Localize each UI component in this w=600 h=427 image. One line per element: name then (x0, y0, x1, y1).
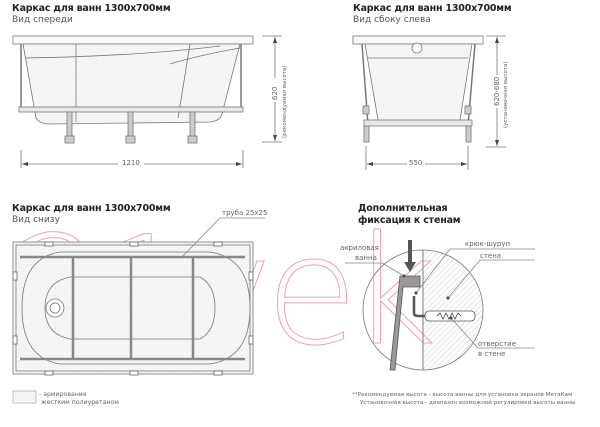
legend-line2: жестким полиуретаном (41, 399, 119, 406)
front-view-drawing (12, 35, 282, 168)
bottom-view-drawing (12, 217, 265, 376)
footnote-line2: Установочная высота - диапазон возможной… (360, 400, 576, 406)
front-width-dimension: 1210 (122, 159, 140, 167)
front-height-dimension: 620 (271, 86, 279, 100)
side-height-note: (установочная высота) (503, 61, 509, 128)
front-height-note: (рекомендуемая высота) (282, 65, 288, 138)
front-view-subtitle: Вид спереди (12, 15, 73, 25)
front-view-title: Каркас для ванн 1300x700мм (12, 3, 171, 14)
side-view-drawing (352, 35, 506, 170)
legend-swatch (12, 390, 37, 404)
fixation-title-line1: Дополнительная (358, 203, 448, 214)
pipe-label: труба 25x25 (222, 209, 268, 217)
wall-label: стена (480, 252, 502, 260)
wall-hole-label-line2: в стене (478, 350, 506, 358)
acrylic-bath-label-line1: акриловая (340, 244, 379, 252)
acrylic-bath-label-line2: ванна (355, 254, 377, 262)
fixation-title-line2: фиксация к стенам (358, 215, 461, 226)
footnote-line1: **Рекомендуемая высота - высота ванны дл… (352, 392, 573, 398)
side-height-dimension: 620-680 (493, 76, 501, 106)
wall-hole-label-line1: отверстие (478, 340, 517, 348)
side-view-title: Каркас для ванн 1300x700мм (353, 3, 512, 14)
bottom-view-title: Каркас для ванн 1300x700мм (12, 203, 171, 214)
bottom-view-subtitle: Вид снизу (12, 215, 60, 225)
side-view-subtitle: Вид сбоку слева (353, 15, 431, 25)
side-width-dimension: 550 (409, 159, 423, 167)
hook-screw-label: крюк-шуруп (465, 240, 511, 248)
legend-line1: - армирование (39, 391, 87, 398)
